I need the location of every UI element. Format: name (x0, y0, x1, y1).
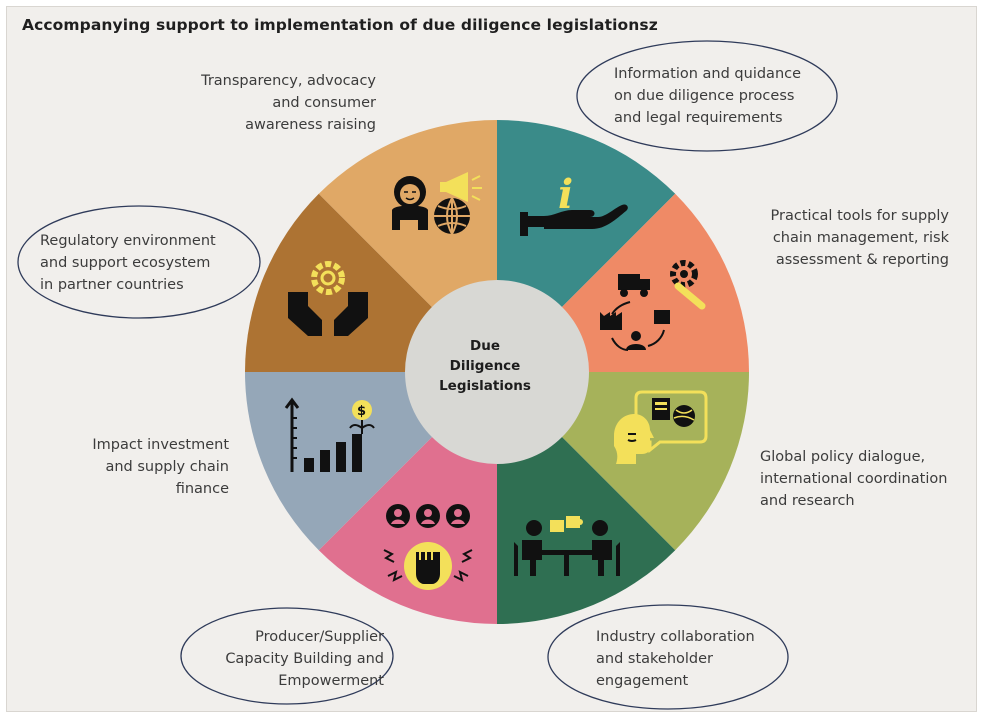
growth-chart-icon: $ (284, 397, 375, 472)
label-line: Information and quidance (614, 66, 802, 82)
label-line: Capacity Building and (225, 651, 384, 667)
label-line: and consumer (272, 95, 376, 111)
highlight-ellipse-industry (547, 604, 789, 710)
raised-fist-icon (383, 504, 473, 590)
segment-label-global-policy: Global policy dialogue, international co… (760, 446, 947, 512)
center-label: Due Diligence Legislations (425, 336, 545, 396)
svg-text:i: i (558, 171, 573, 218)
segment-label-regulatory: Regulatory environment and support ecosy… (40, 230, 216, 296)
label-line: Empowerment (278, 673, 384, 689)
segment-label-information: Information and quidance on due diligenc… (614, 63, 801, 129)
hands-gear-icon (288, 261, 368, 336)
segment-label-practical-tools: Practical tools for supply chain managem… (771, 205, 949, 271)
label-line: Regulatory environment (40, 233, 216, 249)
collaboration-table-icon (514, 516, 620, 576)
label-line: Industry collaboration (596, 629, 755, 645)
center-label-line: Legislations (439, 378, 531, 394)
label-line: and support ecosystem (40, 255, 211, 271)
segment-label-producer: Producer/Supplier Capacity Building and … (225, 626, 384, 692)
label-line: assessment & reporting (775, 252, 949, 268)
label-line: engagement (596, 673, 689, 689)
segment-label-industry: Industry collaboration and stakeholder e… (596, 626, 755, 692)
label-line: Practical tools for supply (770, 208, 949, 224)
center-label-line: Due (470, 338, 500, 354)
segment-label-impact-investment: Impact investment and supply chain finan… (92, 434, 229, 500)
diagram-title: Accompanying support to implementation o… (22, 16, 658, 34)
label-line: Impact investment (92, 437, 229, 453)
supply-chain-tools-icon (600, 260, 706, 351)
label-line: and supply chain (105, 459, 229, 475)
label-line: finance (175, 481, 229, 497)
label-line: Global policy dialogue, (760, 449, 926, 465)
advocacy-megaphone-icon (392, 172, 482, 235)
label-line: and legal requirements (614, 110, 783, 126)
label-line: Transparency, advocacy (201, 73, 376, 89)
label-line: awareness raising (245, 117, 376, 133)
label-line: international coordination (760, 471, 948, 487)
label-line: on due diligence process (614, 88, 795, 104)
highlight-ellipse-regulatory (17, 205, 261, 319)
label-line: chain management, risk (772, 230, 949, 246)
highlight-ellipse-information (576, 40, 838, 152)
label-line: Producer/Supplier (255, 629, 384, 645)
policy-dialogue-icon (614, 390, 708, 464)
center-hub (405, 280, 589, 464)
highlight-ellipse-producer (180, 607, 394, 705)
segment-label-transparency: Transparency, advocacy and consumer awar… (201, 70, 376, 136)
label-line: and research (760, 493, 855, 509)
label-line: and stakeholder (596, 651, 713, 667)
hand-info-icon: i (520, 171, 628, 236)
center-label-line: Diligence (449, 358, 521, 374)
label-line: in partner countries (40, 277, 184, 293)
svg-text:$: $ (357, 404, 366, 419)
